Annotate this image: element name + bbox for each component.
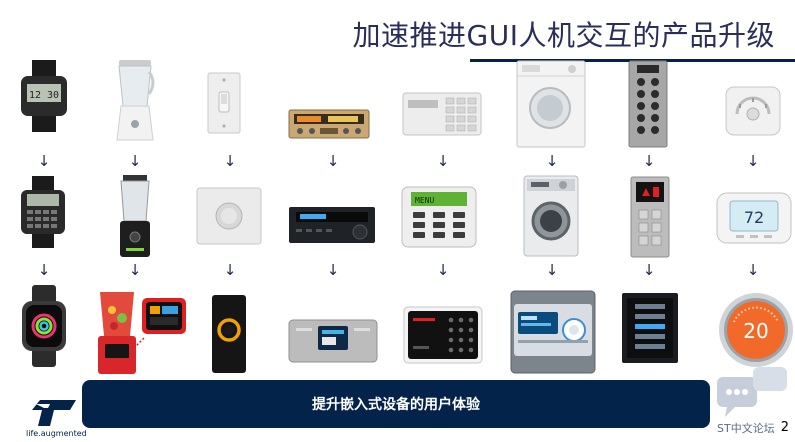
device-switch-improved — [196, 187, 262, 245]
banner-text: 提升嵌入式设备的用户体验 — [312, 397, 480, 413]
device-watch-gui — [20, 285, 68, 367]
arrow-down-icon: ↓ — [326, 261, 340, 279]
arrow-down-icon: ↓ — [128, 261, 142, 279]
arrow-down-icon: ↓ — [436, 261, 450, 279]
device-watch-legacy: 12 30 — [18, 60, 70, 132]
touch-blender-icon — [98, 292, 186, 374]
arrow-down-icon: ↓ — [746, 152, 760, 170]
smart-switch-icon — [212, 295, 246, 373]
touch-washer-icon — [510, 290, 596, 374]
device-switch-gui — [211, 294, 247, 374]
arrow-down-icon: ↓ — [642, 261, 656, 279]
thermostat-lcd-text: 72 — [744, 208, 764, 227]
digital-thermostat-icon: 72 — [716, 192, 792, 244]
device-blender-improved — [117, 175, 153, 257]
arrow-down-icon: ↓ — [545, 261, 559, 279]
device-receiver-improved — [288, 205, 376, 245]
arrow-down-icon: ↓ — [37, 261, 51, 279]
smart-watch-icon — [22, 285, 66, 367]
digital-watch-icon: 12 30 — [21, 60, 67, 132]
device-elevator-improved — [630, 176, 670, 258]
dimmer-switch-icon — [196, 187, 262, 245]
st-logo-icon — [32, 400, 76, 426]
arrow-down-icon: ↓ — [545, 152, 559, 170]
washer-icon — [516, 60, 586, 148]
device-elevator-gui — [621, 292, 679, 364]
device-washer-legacy — [516, 60, 586, 148]
device-evolution-grid: 12 30 — [18, 60, 794, 374]
slide-title: 加速推进GUI人机交互的产品升级 — [352, 19, 775, 52]
device-keypad-gui — [403, 306, 483, 364]
elevator-display-icon — [630, 176, 670, 258]
dial-thermostat-icon — [725, 86, 781, 136]
stereo-receiver-icon — [288, 109, 370, 139]
device-receiver-legacy — [288, 108, 370, 140]
elevator-touch-icon — [622, 293, 678, 363]
forum-label: ST中文论坛 — [717, 422, 775, 435]
digital-blender-icon — [120, 175, 150, 257]
arrow-down-icon: ↓ — [436, 152, 450, 170]
blender-icon — [116, 60, 155, 141]
arrow-down-icon: ↓ — [746, 261, 760, 279]
front-loader-icon — [523, 175, 579, 257]
arrow-down-icon: ↓ — [326, 152, 340, 170]
lcd-keypad-icon: MENU — [401, 186, 477, 248]
device-thermostat-legacy — [725, 86, 781, 136]
touch-receiver-icon — [288, 319, 378, 363]
page-number: 2 — [780, 420, 789, 435]
device-washer-gui — [510, 290, 596, 374]
arrow-down-icon: ↓ — [223, 261, 237, 279]
arrow-down-icon: ↓ — [642, 152, 656, 170]
arrow-down-icon: ↓ — [37, 152, 51, 170]
device-receiver-gui — [288, 318, 378, 364]
device-blender-gui — [98, 288, 188, 374]
smart-thermostat-icon: 20 — [719, 293, 793, 367]
forum-chat-icon — [717, 367, 787, 417]
device-washer-improved — [523, 175, 579, 257]
smart-thermostat-temp: 20 — [743, 319, 768, 343]
device-thermostat-improved: 72 — [716, 192, 792, 244]
elevator-buttons-icon — [628, 60, 668, 148]
av-receiver-icon — [289, 207, 375, 243]
arrow-down-icon: ↓ — [223, 152, 237, 170]
device-blender-legacy — [113, 60, 157, 142]
device-elevator-legacy — [628, 60, 668, 148]
device-thermostat-gui: 20 — [718, 292, 794, 368]
calculator-watch-icon — [21, 176, 65, 248]
keypad-icon — [402, 92, 482, 136]
toggle-switch-icon — [207, 72, 241, 134]
touch-keypad-icon — [403, 306, 483, 364]
logo-tagline: life.augmented — [26, 429, 87, 438]
watch-screen-text: 12 30 — [29, 90, 59, 101]
keypad-lcd-text: MENU — [415, 196, 434, 205]
device-switch-legacy — [207, 72, 241, 134]
device-watch-improved — [19, 176, 67, 248]
device-keypad-improved: MENU — [401, 186, 477, 248]
arrow-down-icon: ↓ — [128, 152, 142, 170]
summary-banner: 提升嵌入式设备的用户体验 — [82, 380, 710, 428]
device-keypad-legacy — [402, 92, 482, 136]
